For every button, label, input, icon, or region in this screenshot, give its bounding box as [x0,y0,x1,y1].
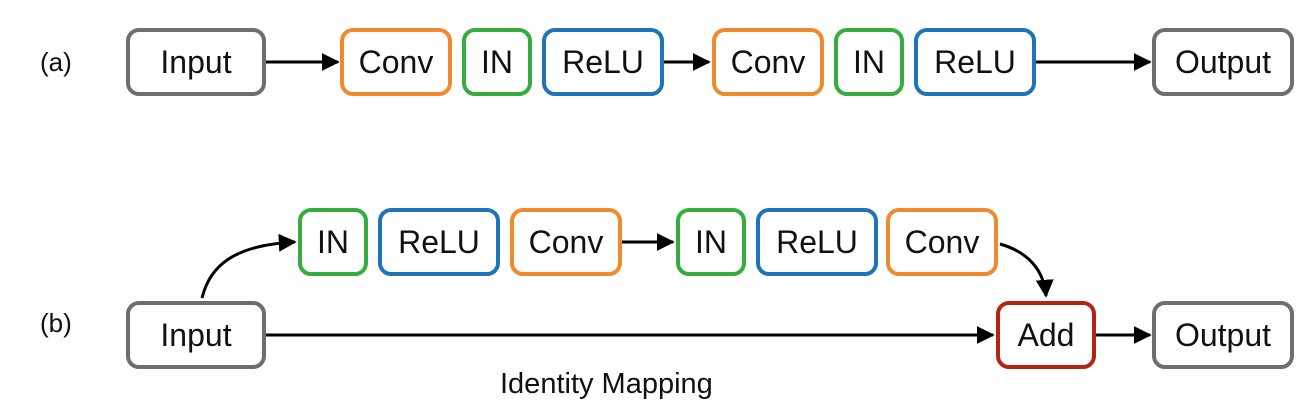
row-a-relu-box-2: ReLU [914,28,1036,96]
arrow-b-input-to-in [200,233,297,299]
row-a-in-box-1: IN [462,28,532,96]
row-a-conv-box-2: Conv [712,28,824,96]
row-b-output-box: Output [1152,301,1294,369]
row-b-in-box-1: IN [298,208,368,276]
row-a-input-box: Input [126,28,266,96]
row-b-conv-box-2: Conv [886,208,998,276]
identity-mapping-caption: Identity Mapping [500,368,713,400]
row-b-input-box: Input [126,301,266,369]
row-a-relu-box-1: ReLU [542,28,664,96]
row-a-label: (a) [40,47,72,77]
row-b-in-box-2: IN [676,208,746,276]
row-a-output-box: Output [1152,28,1294,96]
row-b-label: (b) [40,308,72,338]
row-b-conv-box-1: Conv [510,208,622,276]
row-a-in-box-2: IN [834,28,904,96]
row-a-conv-box-1: Conv [340,28,452,96]
arrow-b-conv-to-add [999,242,1054,298]
row-b-relu-box-1: ReLU [378,208,500,276]
row-b-add-box: Add [996,301,1096,369]
row-b-relu-box-2: ReLU [756,208,878,276]
